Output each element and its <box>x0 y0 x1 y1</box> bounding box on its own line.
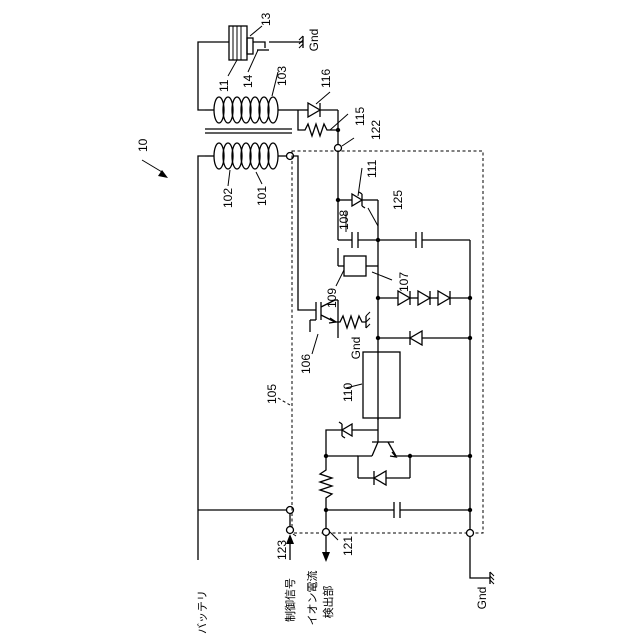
leader-116 <box>316 92 330 104</box>
capacitor-108 <box>338 232 378 248</box>
ignition-coil <box>205 97 292 169</box>
leader-101 <box>256 172 262 184</box>
leader-122 <box>342 138 354 146</box>
label-111: 111 <box>365 159 379 178</box>
transistor-lower <box>358 430 470 478</box>
arrow-121 <box>322 536 330 562</box>
label-106: 106 <box>299 354 313 374</box>
ground-symbol-bottom <box>490 572 494 584</box>
diode-string <box>378 291 470 305</box>
diode-single <box>378 331 470 345</box>
leader-123 <box>293 534 296 536</box>
label-102: 102 <box>221 188 235 208</box>
ground-symbol-top: Gnd <box>299 29 321 52</box>
label-10: 10 <box>136 138 150 152</box>
label-105: 105 <box>265 384 279 404</box>
label-122: 122 <box>369 120 383 140</box>
wire-gnd <box>470 537 490 578</box>
wire-battery <box>198 156 205 560</box>
label-103: 103 <box>275 66 289 86</box>
diode-lower <box>358 456 410 485</box>
spark-plug <box>229 26 303 60</box>
label-116: 116 <box>319 69 333 88</box>
label-109: 109 <box>325 288 339 308</box>
label-107: 107 <box>397 272 411 292</box>
switch-block-109 <box>338 248 378 276</box>
leader-106 <box>312 334 318 354</box>
wire-primary-to-igbt <box>293 156 316 310</box>
ion-current-label-1: イオン電流 <box>305 571 319 626</box>
terminal-122 <box>335 145 342 152</box>
leader-125 <box>368 208 378 226</box>
label-13: 13 <box>259 12 273 26</box>
ion-current-label-2: 検出部 <box>321 586 335 619</box>
leader-107 <box>372 272 392 280</box>
terminal-123-lower <box>287 527 294 534</box>
leader-105 <box>278 398 290 405</box>
label-125: 125 <box>391 190 405 210</box>
label-14: 14 <box>241 74 255 88</box>
leader-11 <box>228 60 237 76</box>
terminal-121 <box>323 529 330 536</box>
leader-13 <box>250 26 262 36</box>
zener-lower <box>326 422 378 458</box>
gnd-label-top: Gnd <box>307 29 321 52</box>
label-101: 101 <box>255 186 269 206</box>
leader-10 <box>142 160 162 172</box>
resistor-115 <box>298 110 338 136</box>
label-121: 121 <box>341 536 355 556</box>
gnd-label-bottom: Gnd <box>475 587 489 610</box>
label-11: 11 <box>217 79 231 92</box>
label-115: 115 <box>353 107 367 126</box>
label-123: 123 <box>275 540 289 560</box>
leader-111 <box>358 168 362 196</box>
resistor-121 <box>320 456 332 510</box>
label-108: 108 <box>337 210 351 230</box>
label-110: 110 <box>341 383 355 402</box>
leader-115 <box>330 114 348 130</box>
leader-102 <box>228 170 230 186</box>
capacitor-upper-right <box>378 232 470 248</box>
gnd-label-mid: Gnd <box>349 337 363 360</box>
block-110 <box>363 352 400 418</box>
diode-116 <box>298 103 338 117</box>
ion-current-module-box <box>292 151 483 533</box>
control-signal-label: 制御信号 <box>283 578 297 622</box>
terminal-gnd <box>467 530 474 537</box>
battery-label: バッテリ <box>196 590 209 634</box>
capacitor-bottom <box>326 502 470 518</box>
leader-109 <box>336 270 344 286</box>
